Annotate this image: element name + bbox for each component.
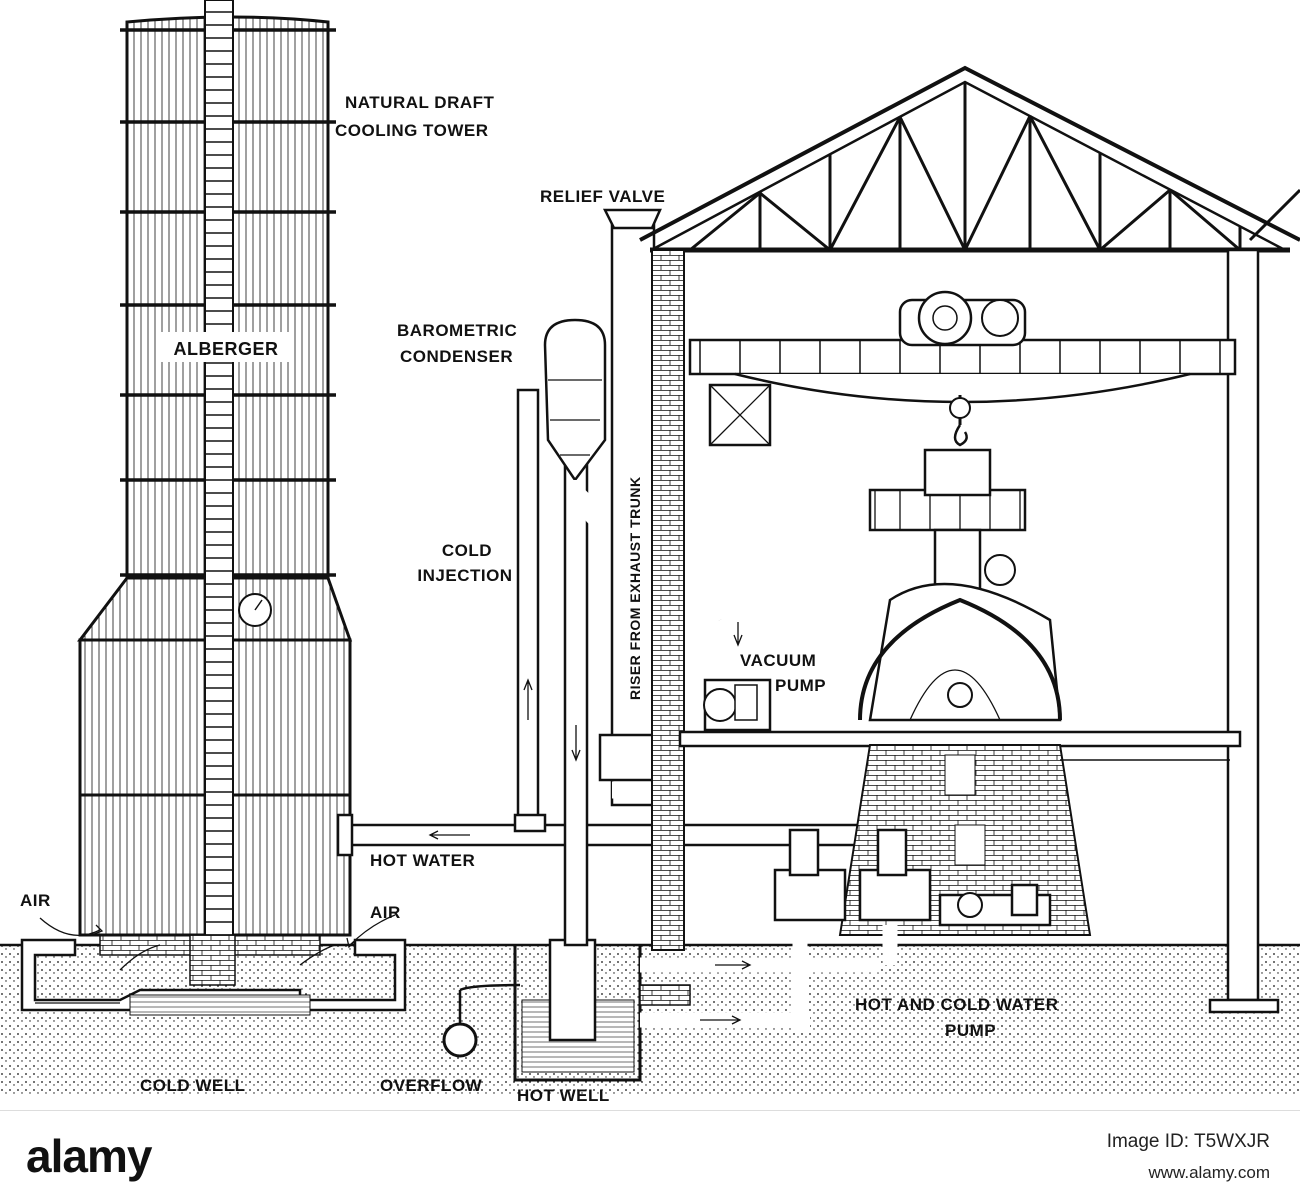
condenser-label-line2: CONDENSER — [400, 347, 513, 366]
tower-brand-label: ALBERGER — [173, 339, 278, 359]
vacuum-pump — [703, 678, 772, 732]
exhaust-riser: RISER FROM EXHAUST TRUNK — [598, 208, 880, 807]
overflow-pipe — [442, 983, 521, 1058]
hot-well — [513, 938, 642, 1082]
vacuum-pump-label-line2: PUMP — [775, 676, 826, 695]
cooling-tower-plant-diagram: ALBERGER — [0, 0, 1300, 1105]
site-url: www.alamy.com — [1148, 1163, 1270, 1182]
tower-label-line2: COOLING TOWER — [335, 121, 489, 140]
relief-valve-label: RELIEF VALVE — [540, 187, 665, 206]
injection-label-line2: INJECTION — [417, 566, 512, 585]
hot-and-cold-water-pump — [639, 828, 1052, 1030]
hot-water-pipe — [336, 813, 892, 857]
overflow-label: OVERFLOW — [380, 1076, 483, 1095]
condenser-label-line1: BAROMETRIC — [397, 321, 517, 340]
hot-well-label: HOT WELL — [517, 1086, 610, 1105]
injection-label-line1: COLD — [442, 541, 492, 560]
overhead-crane — [688, 290, 1237, 447]
vacuum-pump-label-line1: VACUUM — [740, 651, 816, 670]
riser-label: RISER FROM EXHAUST TRUNK — [627, 476, 643, 700]
cooling-tower: ALBERGER — [76, 0, 353, 986]
tower-label-line1: NATURAL DRAFT — [345, 93, 495, 112]
labels: NATURAL DRAFT COOLING TOWER RELIEF VALVE… — [20, 93, 1059, 1105]
air-left-label: AIR — [20, 891, 51, 910]
roof-truss — [639, 65, 1300, 253]
pump-label-line1: HOT AND COLD WATER — [855, 995, 1059, 1014]
pump-label-line2: PUMP — [945, 1021, 996, 1040]
air-right-label: AIR — [370, 903, 401, 922]
tower-ladder — [204, 0, 234, 946]
steam-engine — [858, 448, 1062, 722]
alamy-logo: alamy — [26, 1130, 152, 1182]
air-flow-arrows — [39, 914, 396, 971]
hot-water-label: HOT WATER — [370, 851, 475, 870]
image-id: Image ID: T5WXJR — [1106, 1131, 1270, 1152]
watermark-footer: alamy Image ID: T5WXJR www.alamy.com — [0, 1110, 1300, 1198]
cold-injection-pipe — [513, 362, 589, 947]
cold-well-label: COLD WELL — [140, 1076, 246, 1095]
